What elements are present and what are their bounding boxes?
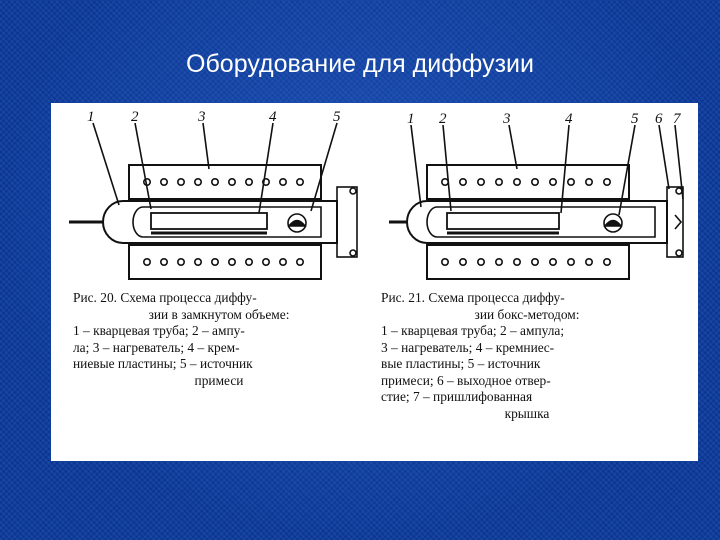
quartz-tube bbox=[406, 200, 668, 244]
label-4: 4 bbox=[565, 111, 573, 127]
slide-title: Оборудование для диффузии bbox=[186, 50, 534, 78]
impurity-source bbox=[287, 213, 307, 233]
caption-line: 3 – нагреватель; 4 – кремниeс- bbox=[381, 339, 555, 355]
silicon-plates bbox=[446, 212, 560, 230]
caption-line: ниевые пластины; 5 – источник bbox=[73, 356, 253, 371]
caption-line: зии в замкнутом объеме: bbox=[148, 306, 290, 322]
label-5: 5 bbox=[631, 111, 639, 127]
heater-bottom bbox=[128, 244, 322, 280]
heater-top bbox=[128, 164, 322, 200]
label-3: 3 bbox=[502, 111, 511, 127]
heater-coils bbox=[441, 178, 612, 267]
caption-line: 1 – кварцевая труба; 2 – ампула; bbox=[381, 323, 565, 338]
label-5: 5 bbox=[333, 109, 341, 125]
label-1: 1 bbox=[407, 111, 415, 127]
caption-line: ла; 3 – нагреватель; 4 – крем- bbox=[73, 339, 240, 355]
caption-line: вые пластины; 5 – источник bbox=[381, 356, 541, 371]
label-6: 6 bbox=[655, 111, 663, 127]
caption-line: Рис. 21. Схема процесса диффу- bbox=[381, 290, 565, 305]
heater-bottom bbox=[426, 244, 630, 280]
caption-line: стие; 7 – пришлифованная bbox=[381, 389, 533, 404]
label-2: 2 bbox=[131, 109, 139, 125]
silicon-plates bbox=[150, 212, 268, 230]
ampoule bbox=[426, 206, 656, 238]
heater-top bbox=[426, 164, 630, 200]
label-7: 7 bbox=[673, 111, 682, 127]
label-3: 3 bbox=[197, 109, 206, 125]
caption-line: примеси; 6 – выходное отвер- bbox=[381, 372, 551, 388]
impurity-source bbox=[603, 213, 623, 233]
figure-20: 1 2 3 4 5 Рис. 20. Схема процесса диффу-… bbox=[51, 103, 374, 461]
caption-line: примеси bbox=[194, 372, 244, 388]
label-4: 4 bbox=[269, 109, 277, 125]
caption-line: зии бокс-методом: bbox=[474, 306, 580, 322]
figure-panel: 1 2 3 4 5 Рис. 20. Схема процесса диффу-… bbox=[51, 103, 698, 461]
figure-20-caption: Рис. 20. Схема процесса диффу- зии в зам… bbox=[73, 290, 365, 389]
ampoule bbox=[132, 206, 322, 238]
figure-21-caption: Рис. 21. Схема процесса диффу- зии бокс-… bbox=[381, 290, 673, 422]
heater-coils bbox=[143, 178, 305, 267]
quartz-tube bbox=[102, 200, 338, 244]
figure-21: 1 2 3 4 5 6 7 Рис. 21. Схема процесса ди… bbox=[375, 103, 698, 461]
caption-line: крышка bbox=[504, 405, 550, 421]
caption-line: Рис. 20. Схема процесса диффу- bbox=[73, 290, 257, 305]
diffusion-closed-volume-diagram: 1 2 3 4 5 bbox=[69, 109, 358, 280]
diffusion-box-method-diagram: 1 2 3 4 5 6 7 bbox=[389, 111, 684, 280]
label-1: 1 bbox=[87, 109, 95, 125]
caption-line: 1 – кварцевая труба; 2 – ампу- bbox=[73, 323, 245, 338]
label-2: 2 bbox=[439, 111, 447, 127]
